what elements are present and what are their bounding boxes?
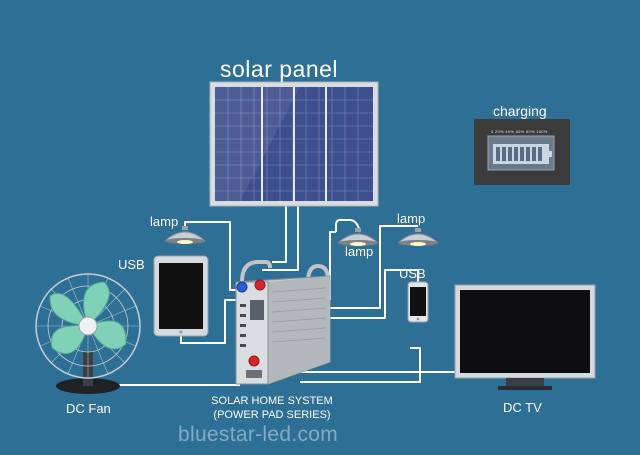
- tv-icon: [454, 284, 596, 390]
- power-pad-battery: [235, 260, 331, 385]
- fan-icon: [35, 273, 141, 394]
- phone-icon: [407, 281, 429, 323]
- tv-label: DC TV: [503, 400, 542, 415]
- lamp-middle-icon: [337, 228, 379, 246]
- solar-panel: [209, 81, 379, 207]
- diagram-title: solar panel: [220, 56, 339, 82]
- charging-scale: 0 20% 40% 60% 80% 100%: [491, 129, 548, 134]
- watermark: bluestar-led.com: [178, 423, 339, 446]
- lamp-left-label: lamp: [150, 214, 179, 229]
- charging-display: [474, 119, 570, 185]
- system-name-line1: SOLAR HOME SYSTEM: [211, 395, 333, 407]
- usb-left-label: USB: [118, 257, 145, 272]
- fan-label: DC Fan: [66, 401, 111, 416]
- system-name-line2: (POWER PAD SERIES): [213, 409, 331, 421]
- lamp-right-label: lamp: [397, 211, 426, 226]
- lamp-left-icon: [164, 226, 206, 244]
- lamp-middle-label: lamp: [345, 244, 374, 259]
- lamp-right-icon: [397, 228, 439, 246]
- usb-right-label: USB: [399, 266, 426, 281]
- tablet-icon: [153, 255, 209, 337]
- charging-label: charging: [493, 103, 547, 119]
